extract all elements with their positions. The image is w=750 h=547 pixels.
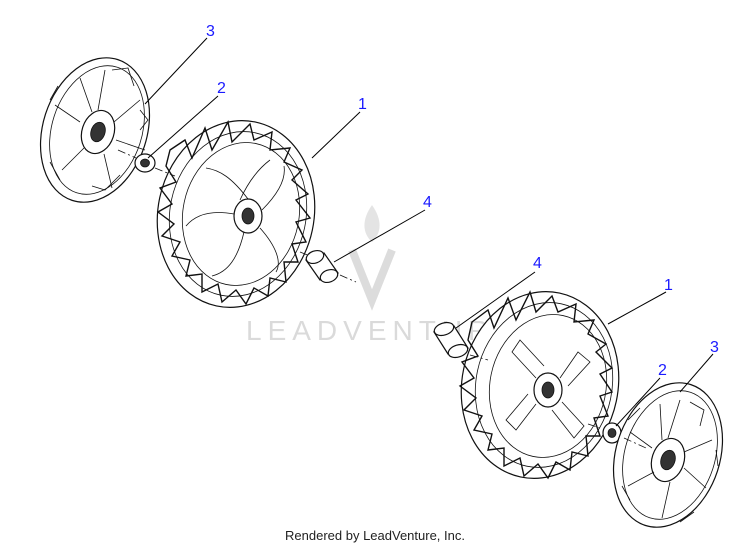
callout-leaders (144, 37, 714, 427)
footer-credit: Rendered by LeadVenture, Inc. (285, 528, 465, 543)
wheel-right (458, 290, 620, 480)
callout-hubcap-left[interactable]: 3 (206, 23, 215, 40)
leader-wheel-left (311, 111, 361, 159)
callout-bushing-left[interactable]: 2 (217, 80, 226, 97)
callout-wheel-left[interactable]: 1 (358, 96, 367, 113)
callout-wheel-right[interactable]: 1 (664, 277, 673, 294)
leader-spacer-left (333, 209, 426, 263)
leader-spacer-right (455, 271, 536, 329)
spacer-right (433, 321, 469, 359)
hubcap-left (39, 57, 151, 203)
hubcap-right (612, 382, 724, 528)
watermark-logo-icon (348, 205, 396, 311)
leader-bushing-right (615, 377, 661, 427)
bushing-right (602, 422, 622, 444)
callout-spacer-left[interactable]: 4 (423, 194, 432, 211)
callout-hubcap-right[interactable]: 3 (710, 339, 719, 356)
callout-bushing-right[interactable]: 2 (658, 362, 667, 379)
leader-hubcap-left (144, 37, 208, 105)
wheel-left (156, 120, 316, 308)
leader-hubcap-right (679, 353, 714, 393)
leader-bushing-left (147, 95, 219, 159)
spacer-left (305, 249, 339, 284)
bushing-left (134, 153, 156, 173)
leader-wheel-right (607, 291, 667, 325)
callout-spacer-right[interactable]: 4 (533, 255, 542, 272)
